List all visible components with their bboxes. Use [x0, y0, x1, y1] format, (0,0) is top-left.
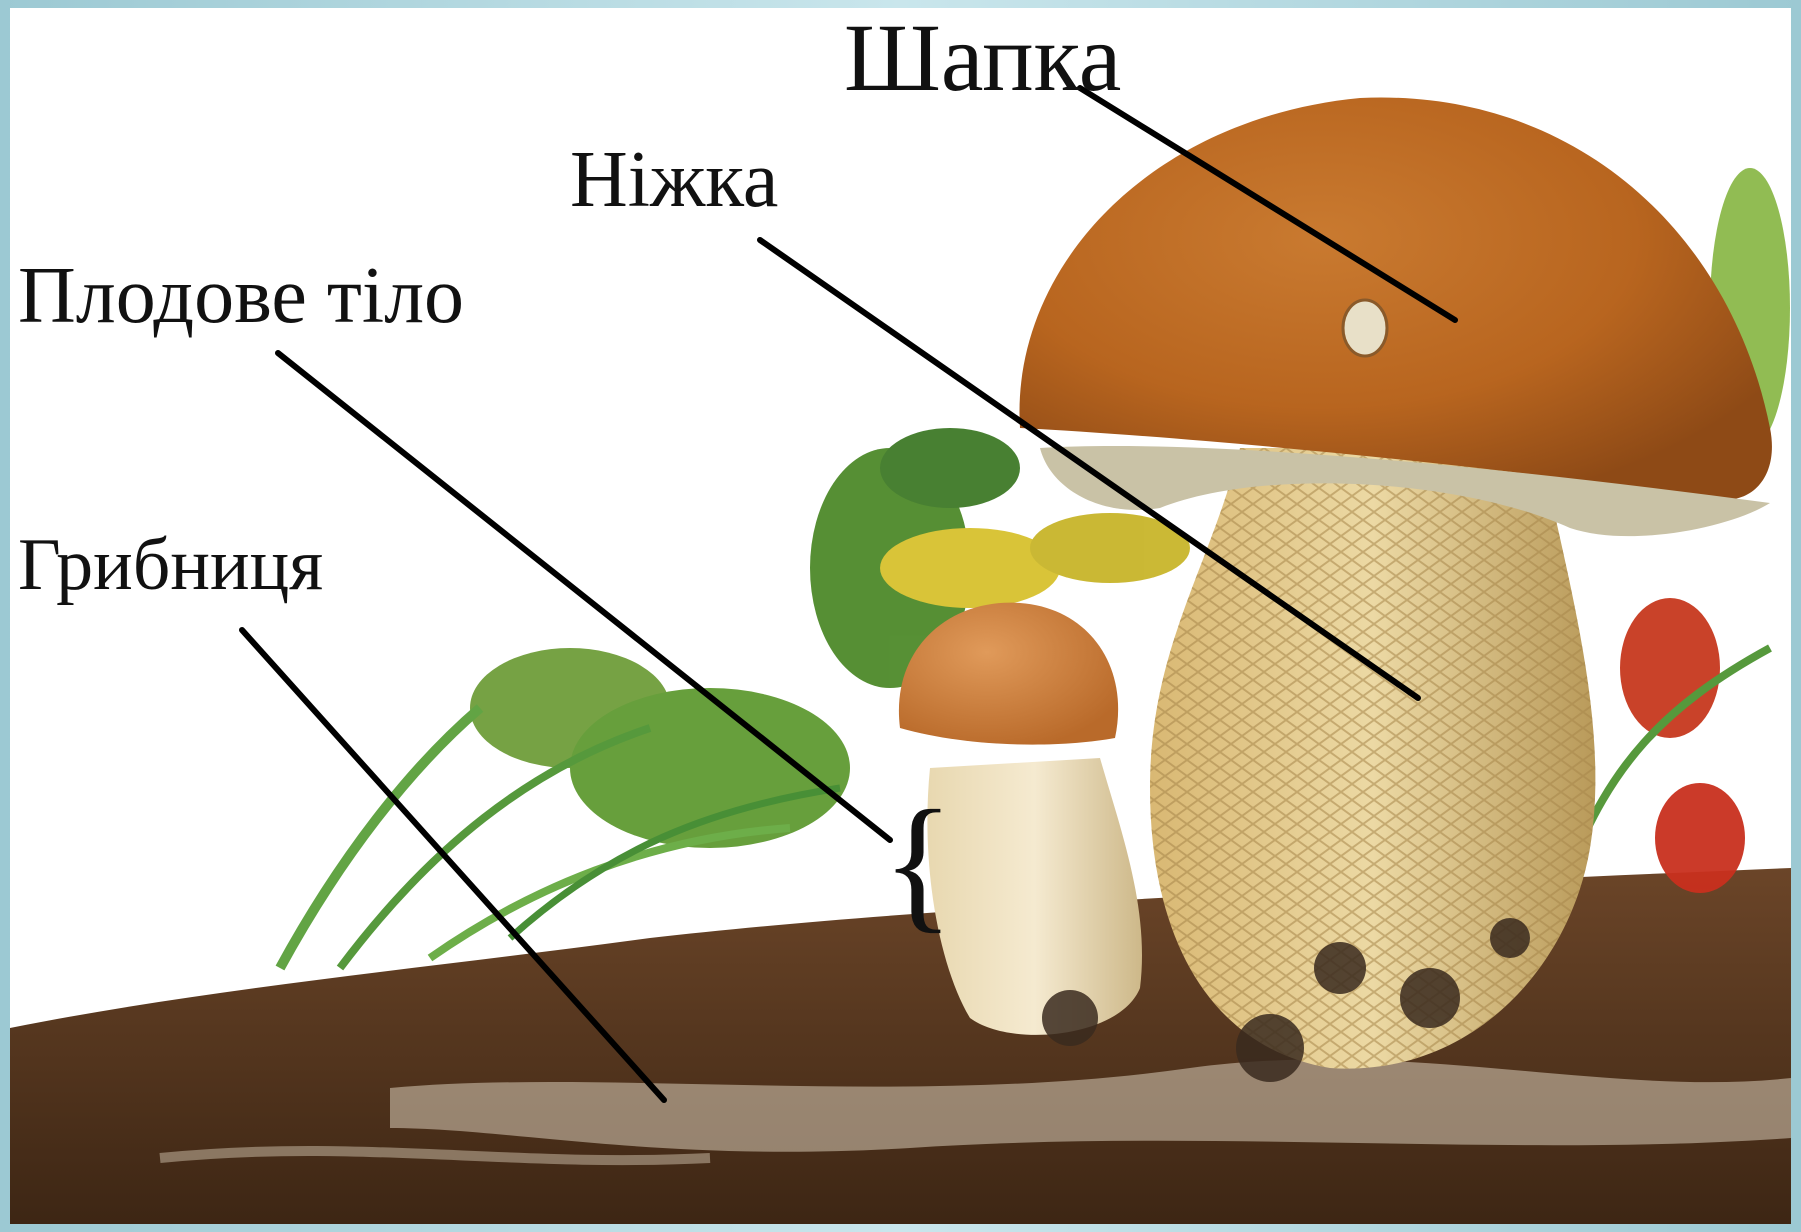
big-cap: [1019, 97, 1771, 499]
label-cap: Шапка: [844, 10, 1121, 106]
small-stem: [927, 758, 1142, 1035]
label-stem: Ніжка: [570, 140, 778, 220]
slide: { Шапка Ніжка Плодове тіло Грибниця: [10, 8, 1791, 1224]
brace-icon: {: [882, 780, 954, 946]
label-mycelium: Грибниця: [18, 528, 323, 602]
mushroom-illustration: {: [10, 8, 1791, 1224]
label-fruiting-body: Плодове тіло: [18, 256, 464, 336]
